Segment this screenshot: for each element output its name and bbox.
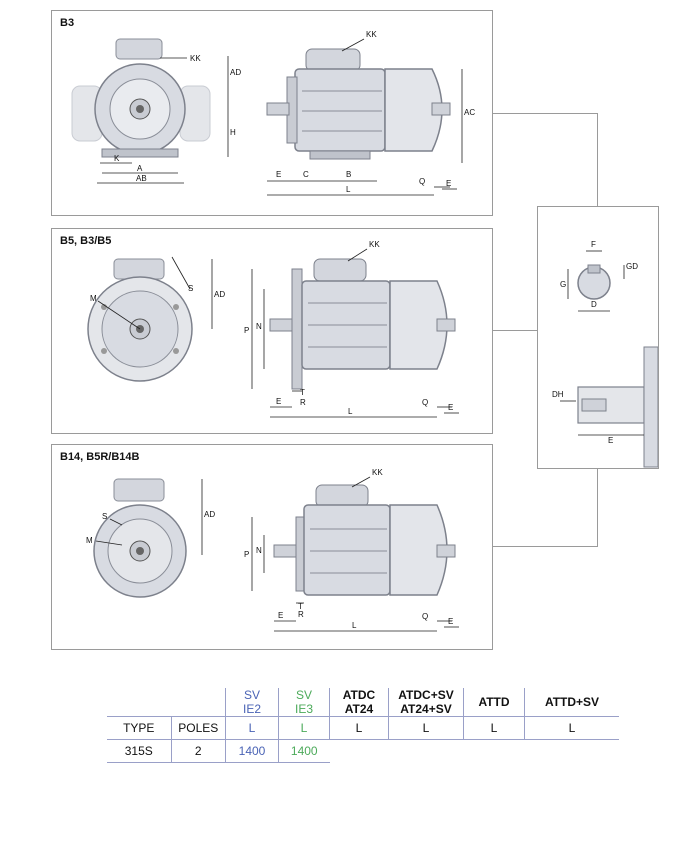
dim-label-e: E [448, 617, 453, 626]
dim-label-t: T [298, 602, 303, 611]
dim-label-b: B [346, 170, 351, 179]
panel-shaft-detail: F GD G D DH E [537, 206, 659, 469]
panel-b14: B14, B5R/B14B AD S M KK P [51, 444, 493, 650]
table-subheader-row: TYPE POLES L L L L L L [107, 716, 619, 740]
dim-label-t: T [300, 388, 305, 397]
dim-label-kk: KK [190, 54, 201, 63]
connector-line [597, 467, 598, 547]
header-atdc: ATDC AT24 [329, 688, 389, 717]
header-atdc-sv: ATDC+SV AT24+SV [388, 688, 464, 717]
dim-label-n: N [256, 546, 262, 555]
dim-label-ad: AD [230, 68, 241, 77]
motor-front-view [87, 258, 193, 382]
dim-label-q: Q [422, 612, 428, 621]
cell-type: 315S [107, 739, 171, 763]
dim-label-h: H [230, 128, 236, 137]
dim-label-s: S [102, 512, 107, 521]
dim-label-ac: AC [464, 108, 475, 117]
dim-label-k: K [114, 154, 120, 163]
header-attd: ATTD [463, 688, 525, 717]
dim-label-e: E [278, 611, 283, 620]
dim-label-r: R [300, 398, 306, 407]
panel-title: B3 [60, 17, 75, 29]
header-poles: POLES [170, 716, 226, 740]
dim-label-ab: AB [136, 174, 147, 183]
dim-label-l: L [348, 407, 353, 416]
b3-drawing: KK AD H K A AB KK AC E C [71, 30, 475, 196]
connector-line [491, 330, 537, 331]
dim-label-l: L [346, 185, 351, 194]
dim-label-kk: KK [369, 240, 380, 249]
motor-side-view [269, 258, 456, 390]
panel-title: B5, B3/B5 [60, 235, 112, 247]
dim-label-e: E [608, 436, 613, 445]
subheader-l: L [388, 716, 464, 740]
dim-label-e: E [446, 179, 451, 188]
shaft-section [577, 264, 611, 300]
panel-b3: B3 KK AD H K A AB [51, 10, 493, 216]
dim-label-f: F [591, 240, 596, 249]
b14-drawing: AD S M KK P N T R E L Q E [86, 468, 459, 632]
motor-side-view [273, 484, 456, 596]
dim-label-e: E [448, 403, 453, 412]
dim-label-d: D [591, 300, 597, 309]
subheader-l: L [524, 716, 619, 740]
subheader-l: L [463, 716, 525, 740]
table-header-row: SV IE2 SV IE3 ATDC AT24 ATDC+SV AT24+SV … [107, 688, 619, 717]
subheader-l: L [278, 716, 330, 740]
cell-poles: 2 [170, 739, 226, 763]
panel-b5: B5, B3/B5 S AD M [51, 228, 493, 434]
connector-line [597, 113, 598, 206]
header-sv-ie2: SV IE2 [225, 688, 279, 717]
cell-l-ie2: 1400 [225, 739, 279, 763]
dim-label-q: Q [419, 177, 425, 186]
panel-title: B14, B5R/B14B [60, 451, 140, 463]
dim-label-n: N [256, 322, 262, 331]
header-sv-ie3: SV IE3 [278, 688, 330, 717]
dim-label-l: L [352, 621, 357, 630]
dim-label-kk: KK [372, 468, 383, 477]
dim-label-m: M [90, 294, 97, 303]
b5-drawing: S AD M KK P N T R E L Q E [87, 240, 459, 418]
dim-label-p: P [244, 550, 249, 559]
dim-label-e: E [276, 397, 281, 406]
dim-label-gd: GD [626, 262, 638, 271]
header-attd-sv: ATTD+SV [524, 688, 619, 717]
dim-label-kk: KK [366, 30, 377, 39]
cell-l-ie3: 1400 [278, 739, 330, 763]
table-row: 315S 2 1400 1400 [107, 739, 619, 763]
motor-front-view [93, 478, 187, 598]
dim-label-r: R [298, 610, 304, 619]
shaft-side [577, 346, 658, 468]
dim-label-m: M [86, 536, 93, 545]
dim-label-dh: DH [552, 390, 564, 399]
dim-label-g: G [560, 280, 566, 289]
shaft-drawing: F GD G D DH E [552, 240, 658, 468]
dim-label-s: S [188, 284, 193, 293]
spec-table: SV IE2 SV IE3 ATDC AT24 ATDC+SV AT24+SV … [107, 688, 619, 763]
motor-front-view [71, 38, 211, 158]
subheader-l: L [329, 716, 389, 740]
dim-label-q: Q [422, 398, 428, 407]
dim-label-p: P [244, 326, 249, 335]
dim-label-a: A [137, 164, 143, 173]
dim-label-ad: AD [214, 290, 225, 299]
dim-label-ad: AD [204, 510, 215, 519]
header-type: TYPE [107, 716, 171, 740]
motor-side-view [266, 48, 451, 160]
connector-line [491, 113, 598, 114]
connector-line [491, 546, 598, 547]
dim-label-e: E [276, 170, 281, 179]
subheader-l: L [225, 716, 279, 740]
dim-label-c: C [303, 170, 309, 179]
